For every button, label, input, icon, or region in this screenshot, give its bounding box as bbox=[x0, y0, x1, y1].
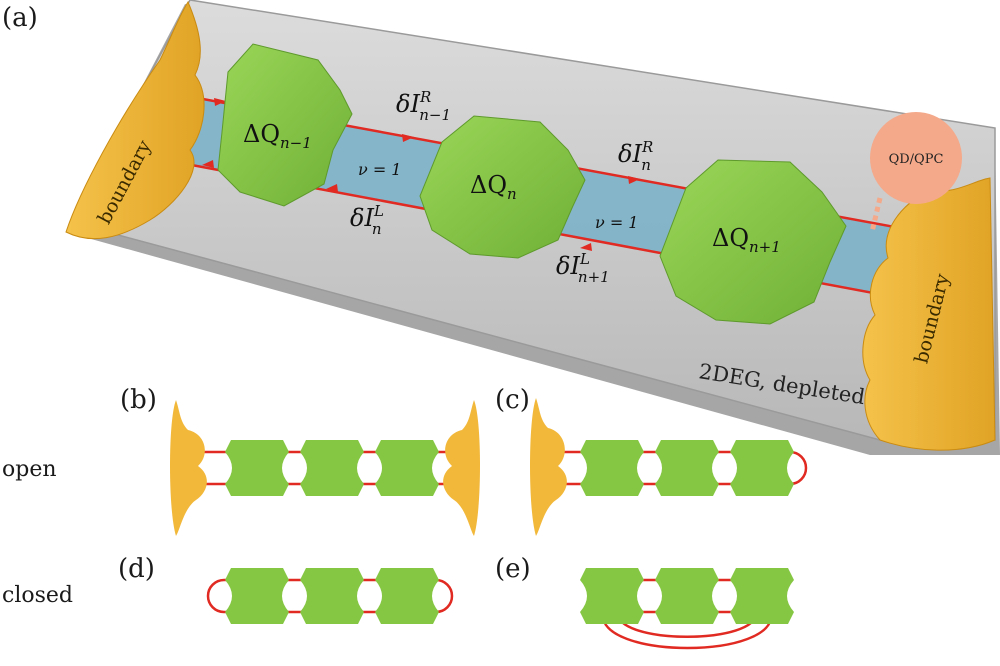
quantum-dot bbox=[225, 568, 289, 624]
arrow-left-icon bbox=[202, 160, 214, 168]
right-boundary: boundary bbox=[862, 177, 996, 451]
dot-n-minus-1-label: ΔQn−1 bbox=[243, 120, 312, 152]
nu-label-2: ν = 1 bbox=[595, 213, 638, 232]
quantum-dot-n-minus-1: ΔQn−1 bbox=[217, 43, 353, 207]
quantum-dot bbox=[730, 440, 794, 496]
quantum-dot bbox=[730, 568, 794, 624]
quantum-dot bbox=[375, 568, 439, 624]
quantum-dot-n-plus-1: ΔQn+1 bbox=[659, 159, 847, 325]
panel-label-b: (b) bbox=[120, 385, 157, 415]
quantum-dot bbox=[300, 568, 364, 624]
panel-d-diagram bbox=[206, 568, 454, 624]
quantum-dot-n: ΔQn bbox=[419, 115, 586, 259]
panel-label-e: (e) bbox=[495, 554, 531, 584]
panel-e-diagram bbox=[580, 568, 794, 650]
qd-label: QD/QPC bbox=[889, 152, 944, 167]
panel-label-c: (c) bbox=[495, 385, 530, 415]
quantum-dot bbox=[655, 568, 719, 624]
qd-qpc: QD/QPC bbox=[869, 112, 962, 233]
arrow-left-icon bbox=[580, 243, 592, 251]
quantum-dot bbox=[580, 568, 644, 624]
left-boundary bbox=[530, 398, 567, 536]
left-boundary: boundary bbox=[65, 0, 205, 240]
panel-label-a: (a) bbox=[2, 3, 38, 33]
quantum-dot bbox=[580, 440, 644, 496]
row-label-open: open bbox=[2, 457, 57, 482]
quantum-dot bbox=[300, 440, 364, 496]
arrow-left-icon bbox=[326, 184, 338, 192]
right-boundary bbox=[443, 400, 480, 536]
dot-n-plus-1-label: ΔQn+1 bbox=[712, 224, 781, 256]
arrow-right-icon bbox=[214, 98, 226, 106]
dot-n-label: ΔQn bbox=[470, 171, 517, 203]
row-label-closed: closed bbox=[2, 583, 73, 608]
panel-c-diagram bbox=[530, 398, 808, 536]
quantum-dot bbox=[375, 440, 439, 496]
quantum-dot bbox=[655, 440, 719, 496]
panel-b-diagram bbox=[170, 400, 480, 536]
arrow-right-icon bbox=[402, 134, 414, 142]
panel-label-d: (d) bbox=[118, 554, 155, 584]
nu-label-1: ν = 1 bbox=[358, 160, 401, 179]
quantum-dot bbox=[225, 440, 289, 496]
left-boundary bbox=[170, 400, 207, 536]
arrow-right-icon bbox=[628, 176, 640, 184]
